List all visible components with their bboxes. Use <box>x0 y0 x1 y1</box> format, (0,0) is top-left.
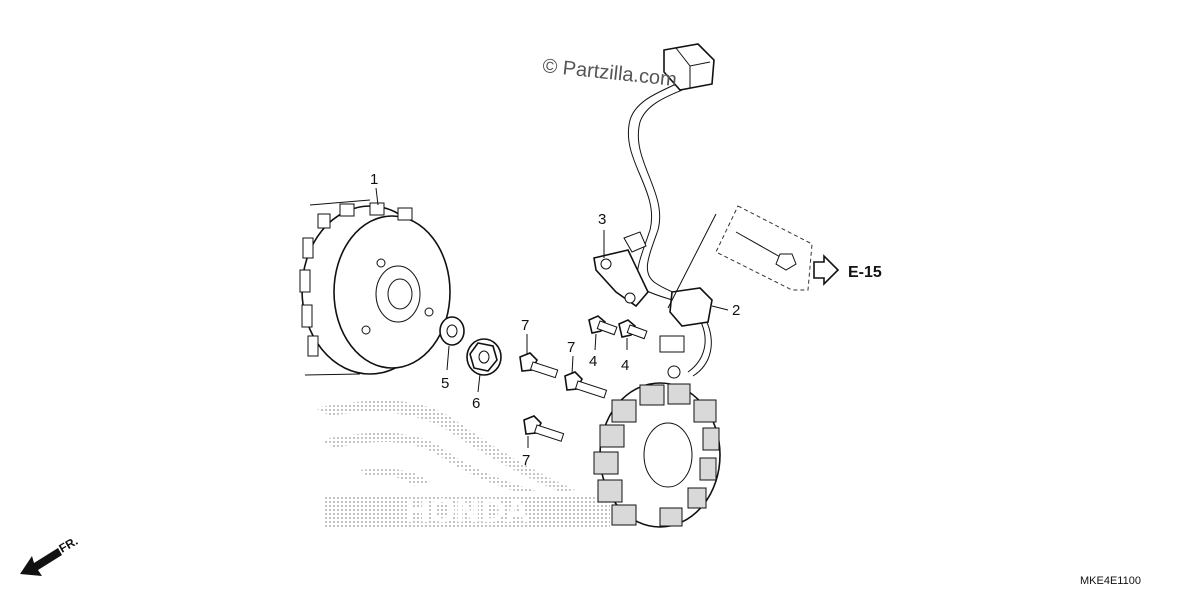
stator-part[interactable] <box>593 382 721 528</box>
callout-5: 5 <box>441 375 449 392</box>
small-bolt-b-part[interactable] <box>618 319 648 340</box>
callouts: 1 2 3 4 4 5 6 7 7 7 <box>370 171 740 469</box>
callout-7a: 7 <box>521 317 529 334</box>
callout-7b: 7 <box>567 339 575 356</box>
callout-6: 6 <box>472 395 480 412</box>
callout-2: 2 <box>732 302 740 319</box>
callout-4a: 4 <box>589 353 597 370</box>
flange-nut-part[interactable] <box>466 338 502 376</box>
front-direction-arrow: FR. <box>20 534 80 576</box>
stator-bolt-c-part[interactable] <box>523 415 565 442</box>
callout-3: 3 <box>598 211 606 228</box>
callout-1: 1 <box>370 171 378 188</box>
callout-4b: 4 <box>621 357 629 374</box>
wire-clamp-part[interactable] <box>593 231 649 308</box>
washer-part[interactable] <box>439 316 465 346</box>
small-bolt-a-part[interactable] <box>588 315 618 336</box>
reference-label: E-15 <box>848 264 882 281</box>
watermark-text: © Partzilla.com <box>541 55 677 91</box>
stator-wire-harness[interactable] <box>627 43 715 379</box>
diagram-code: MKE4E1100 <box>1080 575 1141 587</box>
honda-logo-text: HONDA <box>405 492 530 530</box>
reference-bolt-box <box>667 205 813 309</box>
flywheel-part[interactable] <box>299 199 451 376</box>
stator-bolt-a-part[interactable] <box>519 352 559 379</box>
honda-wing-logo: HONDA <box>315 400 610 530</box>
stator-bolt-b-part[interactable] <box>564 371 608 399</box>
reference-arrow-e15[interactable]: E-15 <box>813 254 882 286</box>
callout-7c: 7 <box>522 452 530 469</box>
